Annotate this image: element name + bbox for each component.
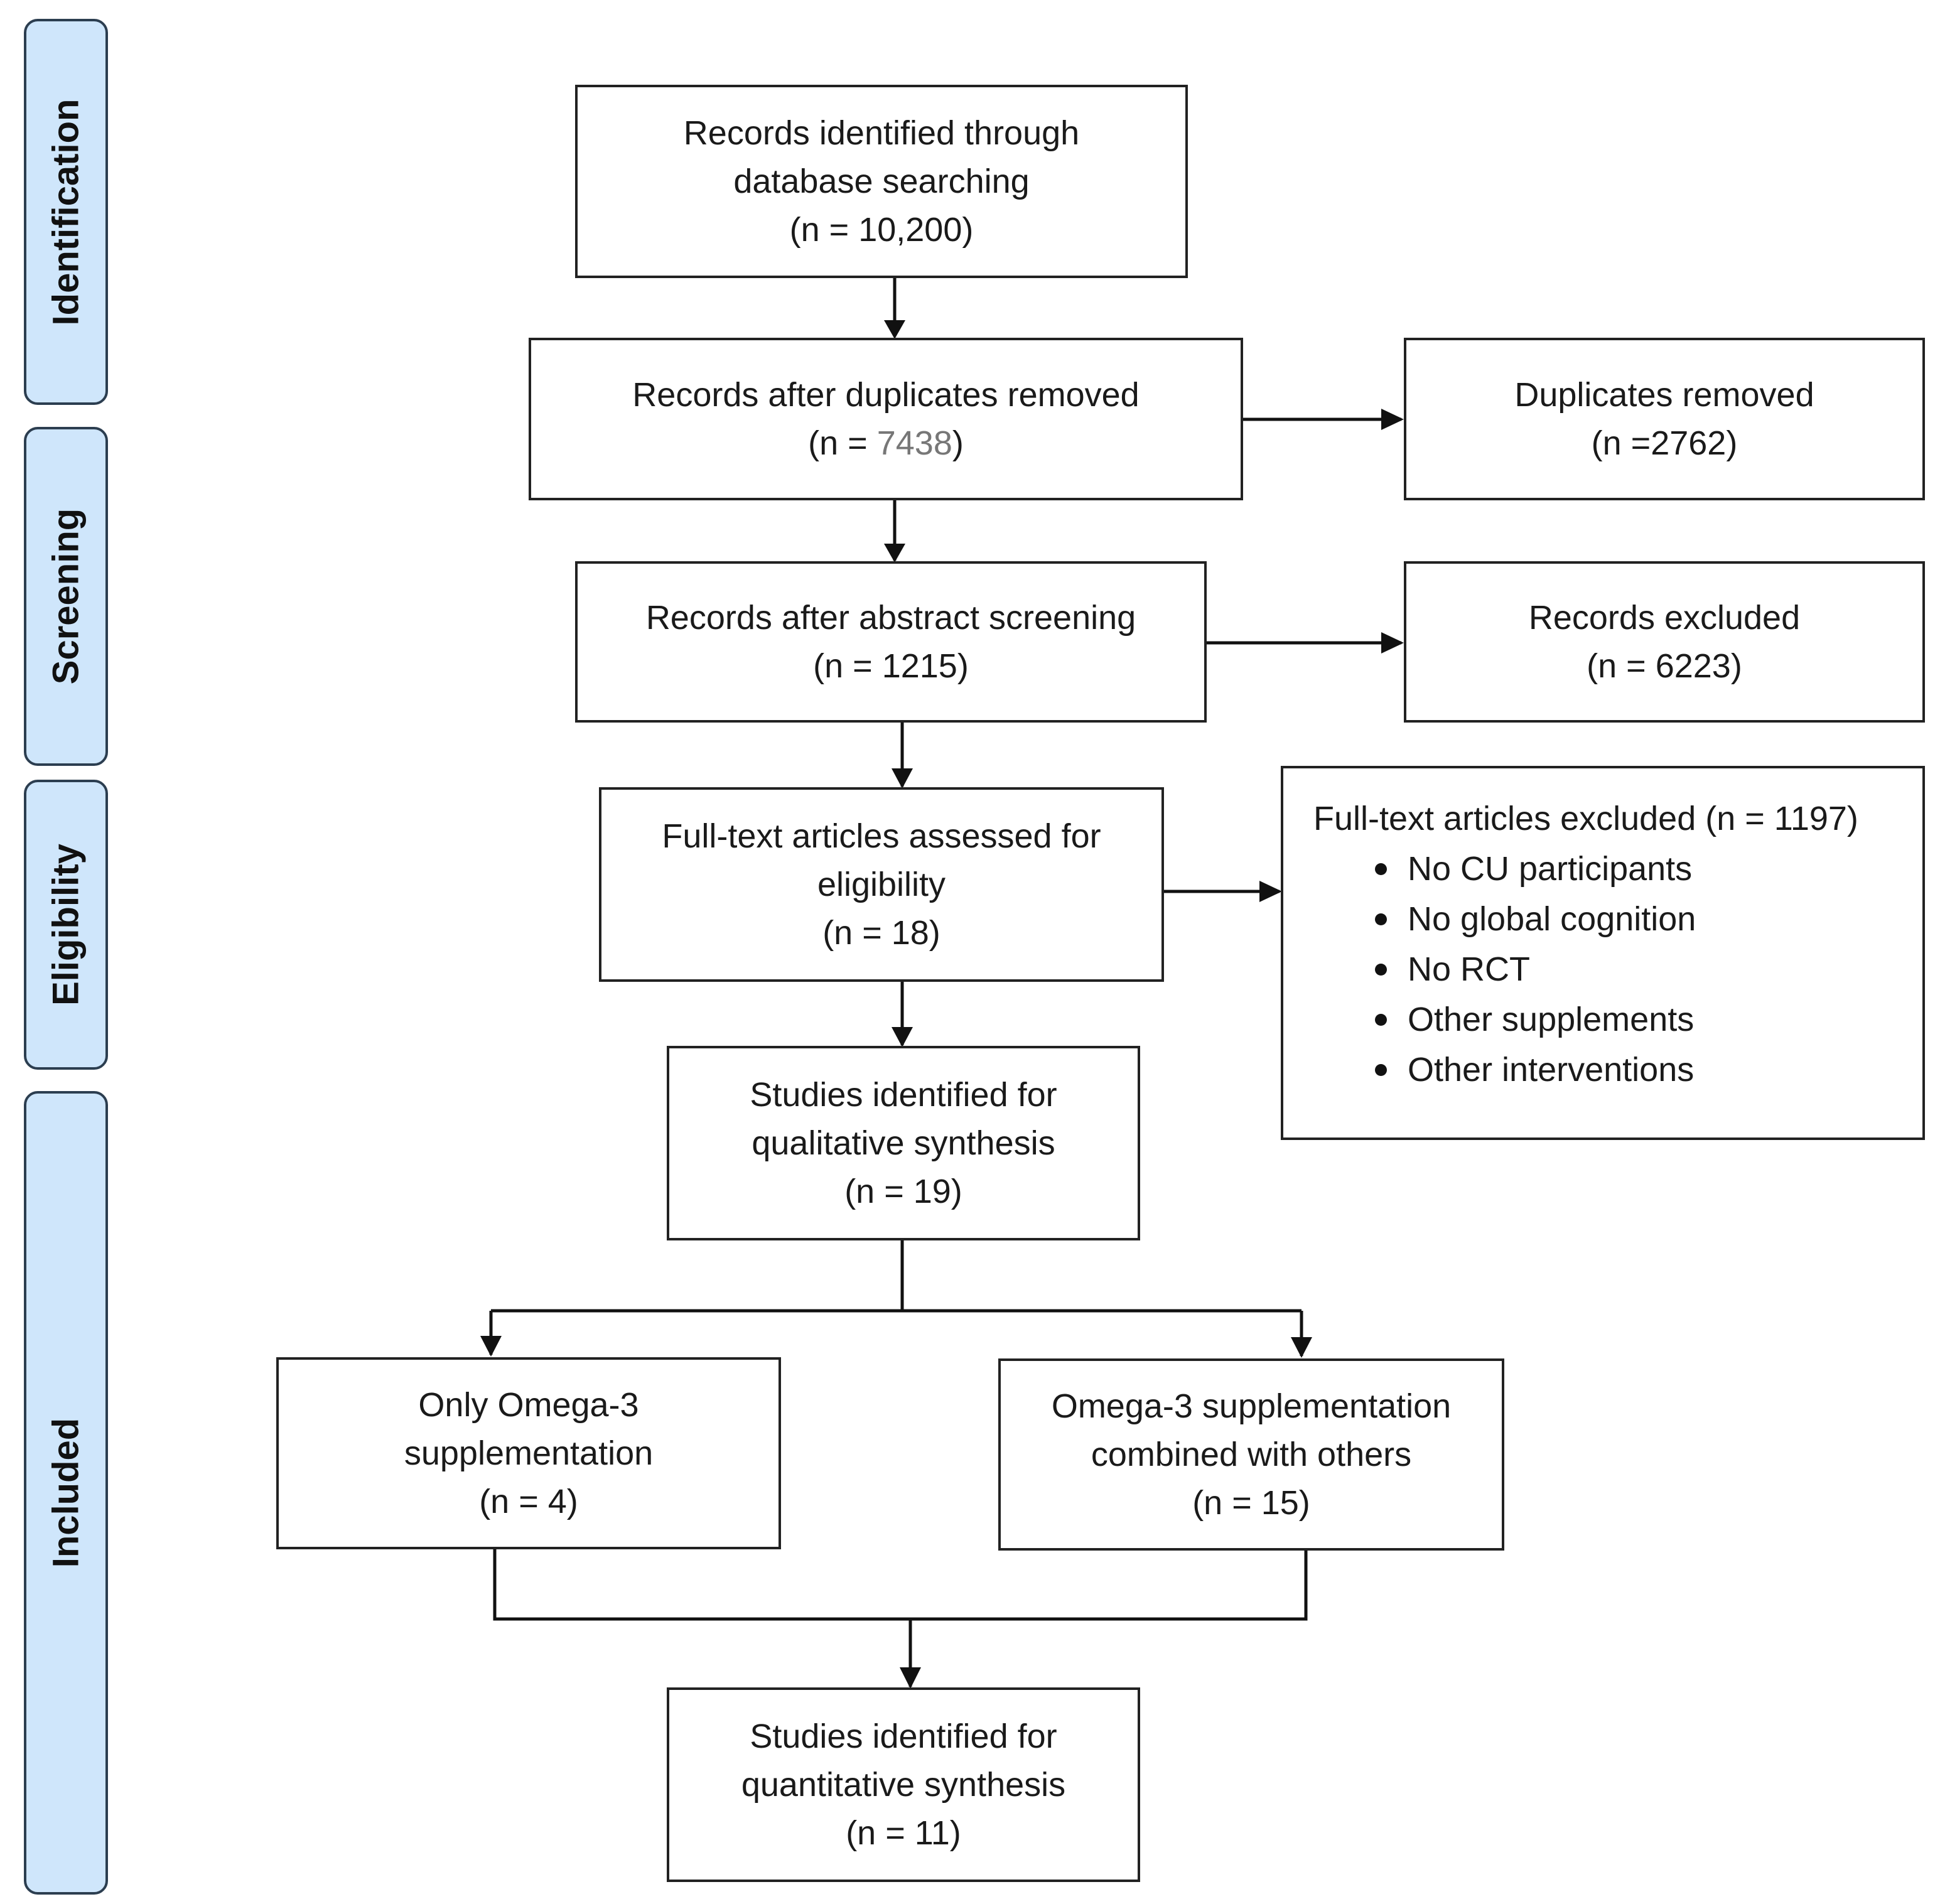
list-item: No global cognition xyxy=(1375,894,1922,944)
box-records-identified: Records identified through database sear… xyxy=(575,85,1188,278)
box-only-omega3: Only Omega-3 supplementation (n = 4) xyxy=(276,1357,781,1549)
phase-label: Identification xyxy=(45,99,87,325)
box-omega3-combined: Omega-3 supplementation combined with ot… xyxy=(998,1358,1504,1551)
box-duplicates-removed: Duplicates removed (n =2762) xyxy=(1404,338,1925,500)
phase-label: Included xyxy=(45,1417,87,1568)
box-full-text-excluded: Full-text articles excluded (n = 1197) N… xyxy=(1281,766,1925,1140)
phase-label: Screening xyxy=(45,508,87,685)
list-item: Other supplements xyxy=(1375,994,1922,1045)
arrowhead xyxy=(892,768,913,788)
box-records-after-abstract: Records after abstract screening (n = 12… xyxy=(575,561,1207,723)
box-records-excluded: Records excluded (n = 6223) xyxy=(1404,561,1925,723)
list-item: Other interventions xyxy=(1375,1045,1922,1095)
phase-identification: Identification xyxy=(24,19,108,405)
box-records-after-duplicates: Records after duplicates removed (n = 74… xyxy=(529,338,1243,500)
box-full-text-assessed: Full-text articles assessed for eligibil… xyxy=(599,787,1164,982)
phase-label: Eligibility xyxy=(45,844,87,1006)
arrowhead xyxy=(1259,881,1282,902)
phase-included: Included xyxy=(24,1091,108,1895)
excluded-title: Full-text articles excluded (n = 1197) xyxy=(1313,800,1858,837)
box-quantitative-synthesis: Studies identified for quantitative synt… xyxy=(667,1687,1140,1882)
arrowhead xyxy=(892,1027,913,1047)
arrowhead xyxy=(480,1336,502,1357)
arrowhead xyxy=(884,544,905,562)
connector-merge-bar xyxy=(493,1547,1308,1621)
arrowhead xyxy=(1381,409,1404,430)
list-item: No RCT xyxy=(1375,944,1922,994)
list-item: No CU participants xyxy=(1375,844,1922,894)
box-qualitative-synthesis: Studies identified for qualitative synth… xyxy=(667,1046,1140,1240)
arrowhead xyxy=(1381,632,1404,653)
arrowhead xyxy=(884,320,905,339)
arrowhead xyxy=(900,1667,921,1689)
phase-eligibility: Eligibility xyxy=(24,780,108,1070)
exclusion-reasons-list: No CU participants No global cognition N… xyxy=(1313,844,1922,1095)
phase-screening: Screening xyxy=(24,427,108,766)
arrowhead xyxy=(1291,1337,1312,1358)
